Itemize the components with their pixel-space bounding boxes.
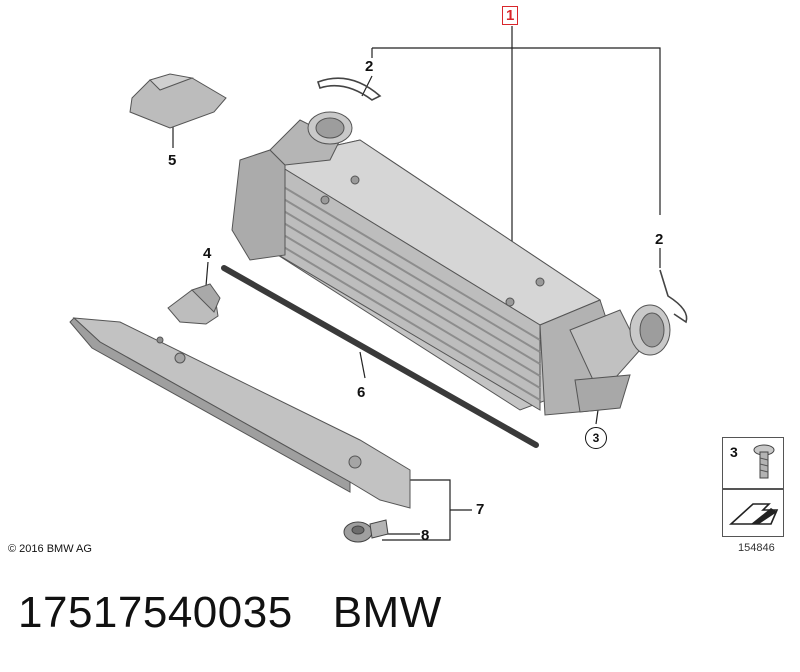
intercooler [231,111,671,416]
callout-2-top[interactable]: 2 [365,58,374,75]
callout-7[interactable]: 7 [476,501,485,518]
callout-1[interactable]: 1 [502,6,519,25]
legend-box: 3 [722,437,784,537]
callout-8[interactable]: 8 [421,527,430,544]
part-number: 17517540035 [18,588,293,637]
nut-part-8 [343,519,389,543]
legend-screw-number: 3 [730,444,738,460]
copyright-text: © 2016 BMW AG [8,543,92,555]
callout-3[interactable]: 3 [585,427,607,449]
leader-lines [172,26,661,541]
brand-name: BMW [332,588,442,637]
callout-2-right[interactable]: 2 [655,231,664,248]
callout-6[interactable]: 6 [357,384,366,401]
seal-strip-part-6 [221,265,539,448]
bracket-part-5 [129,73,227,129]
clip-right [659,269,688,324]
callout-5[interactable]: 5 [168,152,177,169]
part-caption: 17517540035 BMW [18,588,442,638]
screw-icon [753,444,775,479]
parts-diagram [69,26,688,543]
air-guide-part-7 [69,317,411,509]
legend-arrow-cell [722,489,784,537]
arrow-icon [728,503,779,525]
callout-4[interactable]: 4 [203,245,212,262]
clip-top [316,77,382,101]
bracket-part-4 [167,283,221,325]
legend-screw-cell: 3 [722,437,784,489]
diagram-reference-number: 154846 [738,542,775,554]
